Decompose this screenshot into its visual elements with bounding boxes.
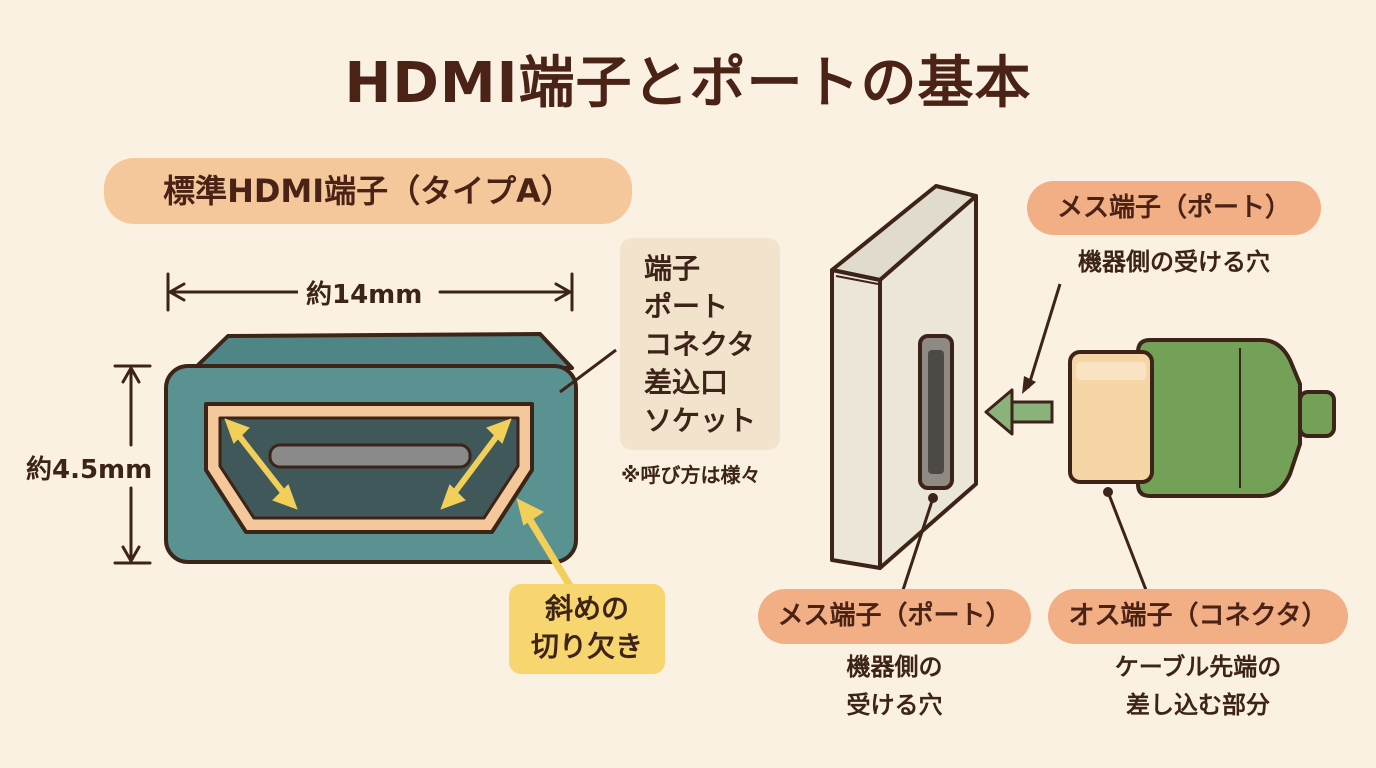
insertion-arrow — [984, 388, 1054, 436]
synonym-leader-line — [559, 348, 617, 394]
top-label-leader-line — [1026, 283, 1062, 389]
synonym-box: 端子 ポート コネクタ 差込口 ソケット — [620, 238, 780, 450]
notch-label-line2: 切り欠き — [530, 630, 643, 663]
top-label-leader-arrowhead — [1022, 376, 1036, 394]
synonym-list: 端子 ポート コネクタ 差込口 ソケット — [620, 238, 780, 440]
plug-leader-line — [1106, 491, 1148, 591]
device-panel — [830, 184, 978, 570]
width-dimension-line — [166, 272, 574, 312]
width-dimension-label: 約14mm — [298, 274, 431, 311]
hdmi-male-plug — [1068, 338, 1336, 498]
female-port-caption-line2: 受ける穴 — [846, 691, 943, 719]
height-dimension-line — [113, 364, 152, 565]
notch-pointer-arrow — [516, 498, 574, 590]
female-port-caption-bottom: 機器側の 受ける穴 — [758, 648, 1031, 724]
height-dimension-label: 約4.5mm — [24, 449, 155, 486]
female-port-label-bottom: メス端子（ポート） — [758, 589, 1031, 644]
female-port-caption-line1: 機器側の — [846, 653, 943, 681]
port-leader-dot — [928, 493, 938, 503]
page-title: HDMI端子とポートの基本 — [344, 51, 1032, 116]
type-a-label: 標準HDMI端子（タイプA） — [104, 158, 632, 224]
synonym-note: ※呼び方は様々 — [621, 463, 761, 487]
male-connector-label: オス端子（コネクタ） — [1048, 589, 1348, 644]
female-port-label-top: メス端子（ポート） — [1027, 181, 1321, 235]
notch-arrows — [224, 418, 512, 510]
synonym-item: ポート — [644, 290, 729, 323]
female-port-caption-top: 機器側の受ける穴 — [1078, 248, 1270, 276]
notch-label: 斜めの 切り欠き — [509, 584, 665, 674]
notch-label-line1: 斜めの — [544, 592, 629, 625]
port-leader-line — [901, 497, 935, 591]
male-connector-caption-line1: ケーブル先端の — [1114, 653, 1282, 681]
male-connector-caption-line2: 差し込む部分 — [1126, 691, 1270, 719]
male-connector-caption: ケーブル先端の 差し込む部分 — [1048, 648, 1348, 724]
synonym-item: ソケット — [644, 404, 757, 437]
synonym-item: コネクタ — [644, 328, 755, 361]
synonym-item: 端子 — [644, 252, 701, 285]
hdmi-type-a-connector — [164, 332, 578, 564]
synonym-item: 差込口 — [644, 366, 729, 399]
plug-leader-dot — [1103, 487, 1113, 497]
